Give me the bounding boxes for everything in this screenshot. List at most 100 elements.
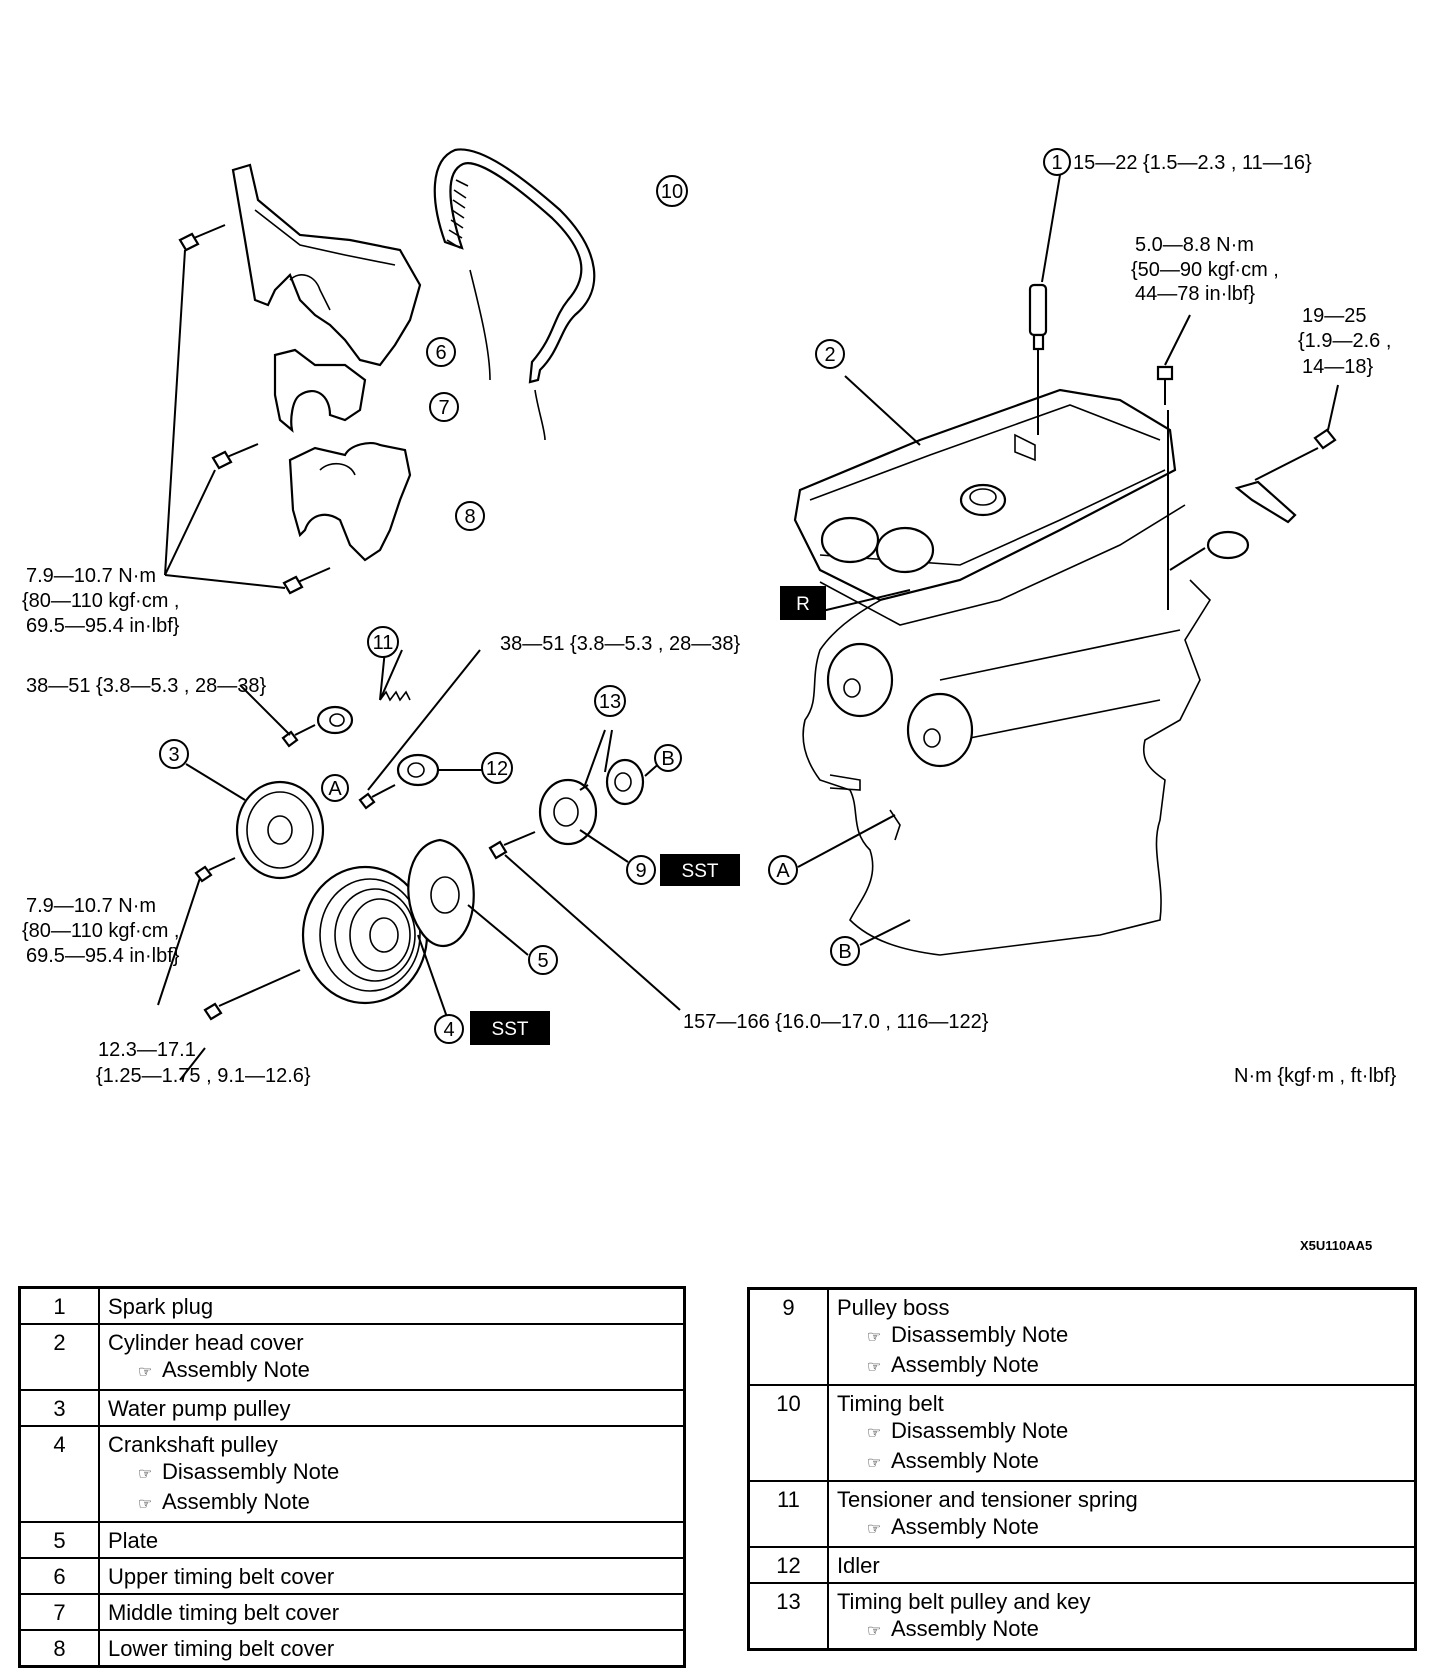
- part-number: 5: [18, 1521, 100, 1559]
- svg-text:8: 8: [464, 506, 475, 528]
- procedure-note-link[interactable]: ☞Disassembly Note: [108, 1458, 675, 1488]
- svg-text:SST: SST: [492, 1019, 529, 1040]
- part-name: Tensioner and tensioner spring: [836, 1487, 1138, 1512]
- svg-text:SST: SST: [682, 861, 719, 882]
- part-name: Lower timing belt cover: [107, 1636, 335, 1661]
- part-description-cell: Plate: [97, 1521, 686, 1559]
- torque-head-cover-bolt-1: 5.0—8.8 N·m: [1135, 234, 1254, 256]
- callout-11: 11: [367, 626, 399, 658]
- svg-text:6: 6: [435, 342, 446, 364]
- procedure-note-link[interactable]: ☞Assembly Note: [108, 1488, 675, 1518]
- middle-timing-belt-cover: [273, 348, 367, 433]
- part-description-cell: Lower timing belt cover: [97, 1629, 686, 1668]
- part-name: Timing belt: [836, 1391, 944, 1416]
- procedure-note-link[interactable]: ☞Disassembly Note: [837, 1417, 1406, 1447]
- procedure-note-link[interactable]: ☞ Assembly Note: [837, 1513, 1406, 1543]
- part-number: 10: [747, 1384, 829, 1482]
- part-description-cell: Water pump pulley: [97, 1389, 686, 1427]
- note-label: Assembly Note: [890, 1514, 1039, 1539]
- note-label: Assembly Note: [890, 1352, 1039, 1377]
- callout-4: 4: [434, 1014, 464, 1044]
- callout-1: 1: [1043, 148, 1071, 176]
- part-name: Plate: [107, 1528, 159, 1553]
- svg-text:12: 12: [486, 758, 508, 780]
- part-number: 11: [747, 1480, 829, 1548]
- pointing-hand-icon: ☞: [866, 1521, 882, 1538]
- procedure-note-link[interactable]: ☞ Assembly Note: [837, 1351, 1406, 1381]
- torque-bracket-bolt-3: 14—18}: [1302, 356, 1373, 378]
- tensioner-and-spring: [281, 690, 411, 748]
- sst-label-crankshaft: SST: [470, 1011, 550, 1045]
- callout-2: 2: [815, 339, 845, 369]
- callout-3: 3: [159, 739, 189, 769]
- torque-bracket-bolt-1: 19—25: [1302, 305, 1367, 327]
- callout-13: 13: [594, 685, 626, 717]
- torque-spark-plug: 15—22 {1.5—2.3 , 11—16}: [1073, 152, 1312, 174]
- part-number: 8: [18, 1629, 100, 1668]
- callout-a-engine: A: [768, 855, 798, 885]
- pointing-hand-icon: ☞: [137, 1496, 153, 1513]
- part-number: 13: [747, 1582, 829, 1651]
- svg-text:B: B: [838, 941, 851, 963]
- cover-bolts: [178, 224, 331, 595]
- svg-text:1: 1: [1051, 152, 1062, 174]
- torque-pulley-boss-bolt: 157—166 {16.0—17.0 , 116—122}: [683, 1011, 989, 1033]
- spark-plug: [1028, 283, 1048, 435]
- part-name: Upper timing belt cover: [107, 1564, 335, 1589]
- part-name: Water pump pulley: [107, 1396, 291, 1421]
- torque-cover-bolts-1: 7.9—10.7 N·m: [26, 565, 156, 587]
- callout-b-right: B: [654, 744, 682, 772]
- svg-text:11: 11: [373, 632, 394, 654]
- pointing-hand-icon: ☞: [866, 1359, 882, 1376]
- pointing-hand-icon: ☞: [137, 1466, 153, 1483]
- cylinder-head-cover: [793, 388, 1186, 626]
- svg-text:5: 5: [537, 950, 548, 972]
- part-number: 4: [18, 1425, 100, 1523]
- note-label: Disassembly Note: [890, 1418, 1069, 1443]
- note-label: Assembly Note: [161, 1357, 310, 1382]
- sst-label-pulley-boss: SST: [660, 854, 740, 886]
- procedure-note-link[interactable]: ☞ Disassembly Note: [837, 1321, 1406, 1351]
- svg-text:2: 2: [824, 344, 835, 366]
- pulley-boss: [488, 778, 598, 860]
- note-label: Disassembly Note: [890, 1322, 1069, 1347]
- torque-pump-pulley-2: {80—110 kgf·cm ,: [22, 920, 179, 942]
- replace-label-r: R: [780, 586, 826, 620]
- parts-row: 10 Timing belt☞Disassembly Note☞Assembly …: [747, 1384, 1417, 1482]
- part-name: Spark plug: [107, 1294, 214, 1319]
- upper-timing-belt-cover: [231, 163, 422, 367]
- part-description-cell: Pulley boss☞Disassembly Note☞Assembly No…: [826, 1287, 1417, 1386]
- callout-6: 6: [426, 337, 456, 367]
- part-description-cell: Tensioner and tensioner spring ☞ Assembly …: [826, 1480, 1417, 1548]
- torque-bracket-bolt-2: {1.9—2.6 ,: [1298, 330, 1391, 352]
- svg-text:3: 3: [168, 744, 179, 766]
- part-number: 2: [18, 1323, 100, 1391]
- callout-b-engine: B: [830, 936, 860, 966]
- part-description-cell: Idler: [826, 1546, 1417, 1584]
- part-name: Cylinder head cover: [107, 1330, 304, 1355]
- part-description-cell: Timing belt pulley and key☞Assembly Note: [826, 1582, 1417, 1651]
- svg-text:13: 13: [599, 691, 621, 713]
- pointing-hand-icon: ☞: [866, 1623, 882, 1640]
- svg-text:7: 7: [438, 397, 449, 419]
- procedure-note-link[interactable]: ☞Assembly Note: [108, 1356, 675, 1386]
- svg-text:R: R: [796, 594, 810, 615]
- pointing-hand-icon: ☞: [866, 1329, 882, 1346]
- torque-pump-pulley-3: 69.5—95.4 in·lbf}: [26, 945, 180, 967]
- procedure-note-link[interactable]: ☞Assembly Note: [837, 1615, 1406, 1645]
- svg-text:4: 4: [443, 1019, 454, 1041]
- part-number: 9: [747, 1287, 829, 1386]
- part-description-cell: Spark plug: [97, 1286, 686, 1325]
- bracket-bolt: [1206, 428, 1337, 560]
- procedure-note-link[interactable]: ☞Assembly Note: [837, 1447, 1406, 1477]
- callout-10: 10: [656, 175, 688, 207]
- torque-tensioner-bolt: 38—51 {3.8—5.3 , 28—38}: [26, 675, 266, 697]
- part-number: 7: [18, 1593, 100, 1631]
- lower-timing-belt-cover: [288, 441, 412, 562]
